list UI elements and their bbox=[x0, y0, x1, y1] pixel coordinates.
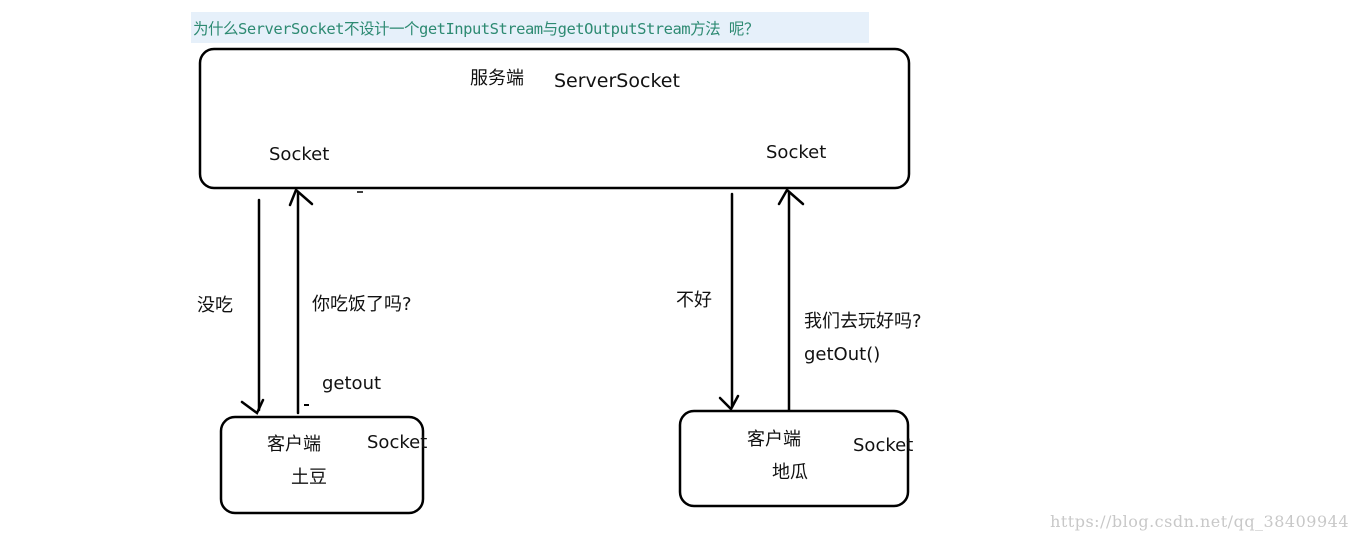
right-request-arrow bbox=[777, 188, 805, 412]
client-left-box bbox=[219, 415, 425, 515]
watermark-text: https://blog.csdn.net/qq_38409944 bbox=[1050, 512, 1349, 531]
client-right-role: 客户端 bbox=[747, 429, 801, 450]
client-left-socket: Socket bbox=[367, 432, 428, 453]
server-box bbox=[198, 47, 911, 190]
server-title: 服务端 bbox=[470, 68, 524, 89]
client-right-name: 地瓜 bbox=[772, 462, 808, 483]
left-method-label: getout bbox=[322, 373, 382, 394]
client-right-socket: Socket bbox=[853, 435, 914, 456]
question-text: 为什么ServerSocket不设计一个getInputStream与getOu… bbox=[193, 20, 759, 38]
client-left-name: 土豆 bbox=[291, 467, 327, 488]
left-request-label: 你吃饭了吗? bbox=[312, 294, 412, 315]
left-reply-arrow bbox=[240, 198, 265, 415]
right-reply-arrow bbox=[718, 192, 740, 412]
left-reply-label: 没吃 bbox=[197, 295, 233, 316]
left-request-arrow bbox=[288, 187, 314, 415]
right-method-label: getOut() bbox=[804, 344, 881, 365]
server-socket-left: Socket bbox=[269, 144, 330, 165]
question-banner: 为什么ServerSocket不设计一个getInputStream与getOu… bbox=[191, 12, 869, 43]
client-left-role: 客户端 bbox=[267, 434, 321, 455]
server-socket-right: Socket bbox=[766, 142, 827, 163]
server-class-name: ServerSocket bbox=[554, 70, 680, 92]
right-request-label: 我们去玩好吗? bbox=[804, 311, 922, 332]
right-reply-label: 不好 bbox=[676, 290, 712, 311]
client-right-box bbox=[678, 409, 910, 508]
